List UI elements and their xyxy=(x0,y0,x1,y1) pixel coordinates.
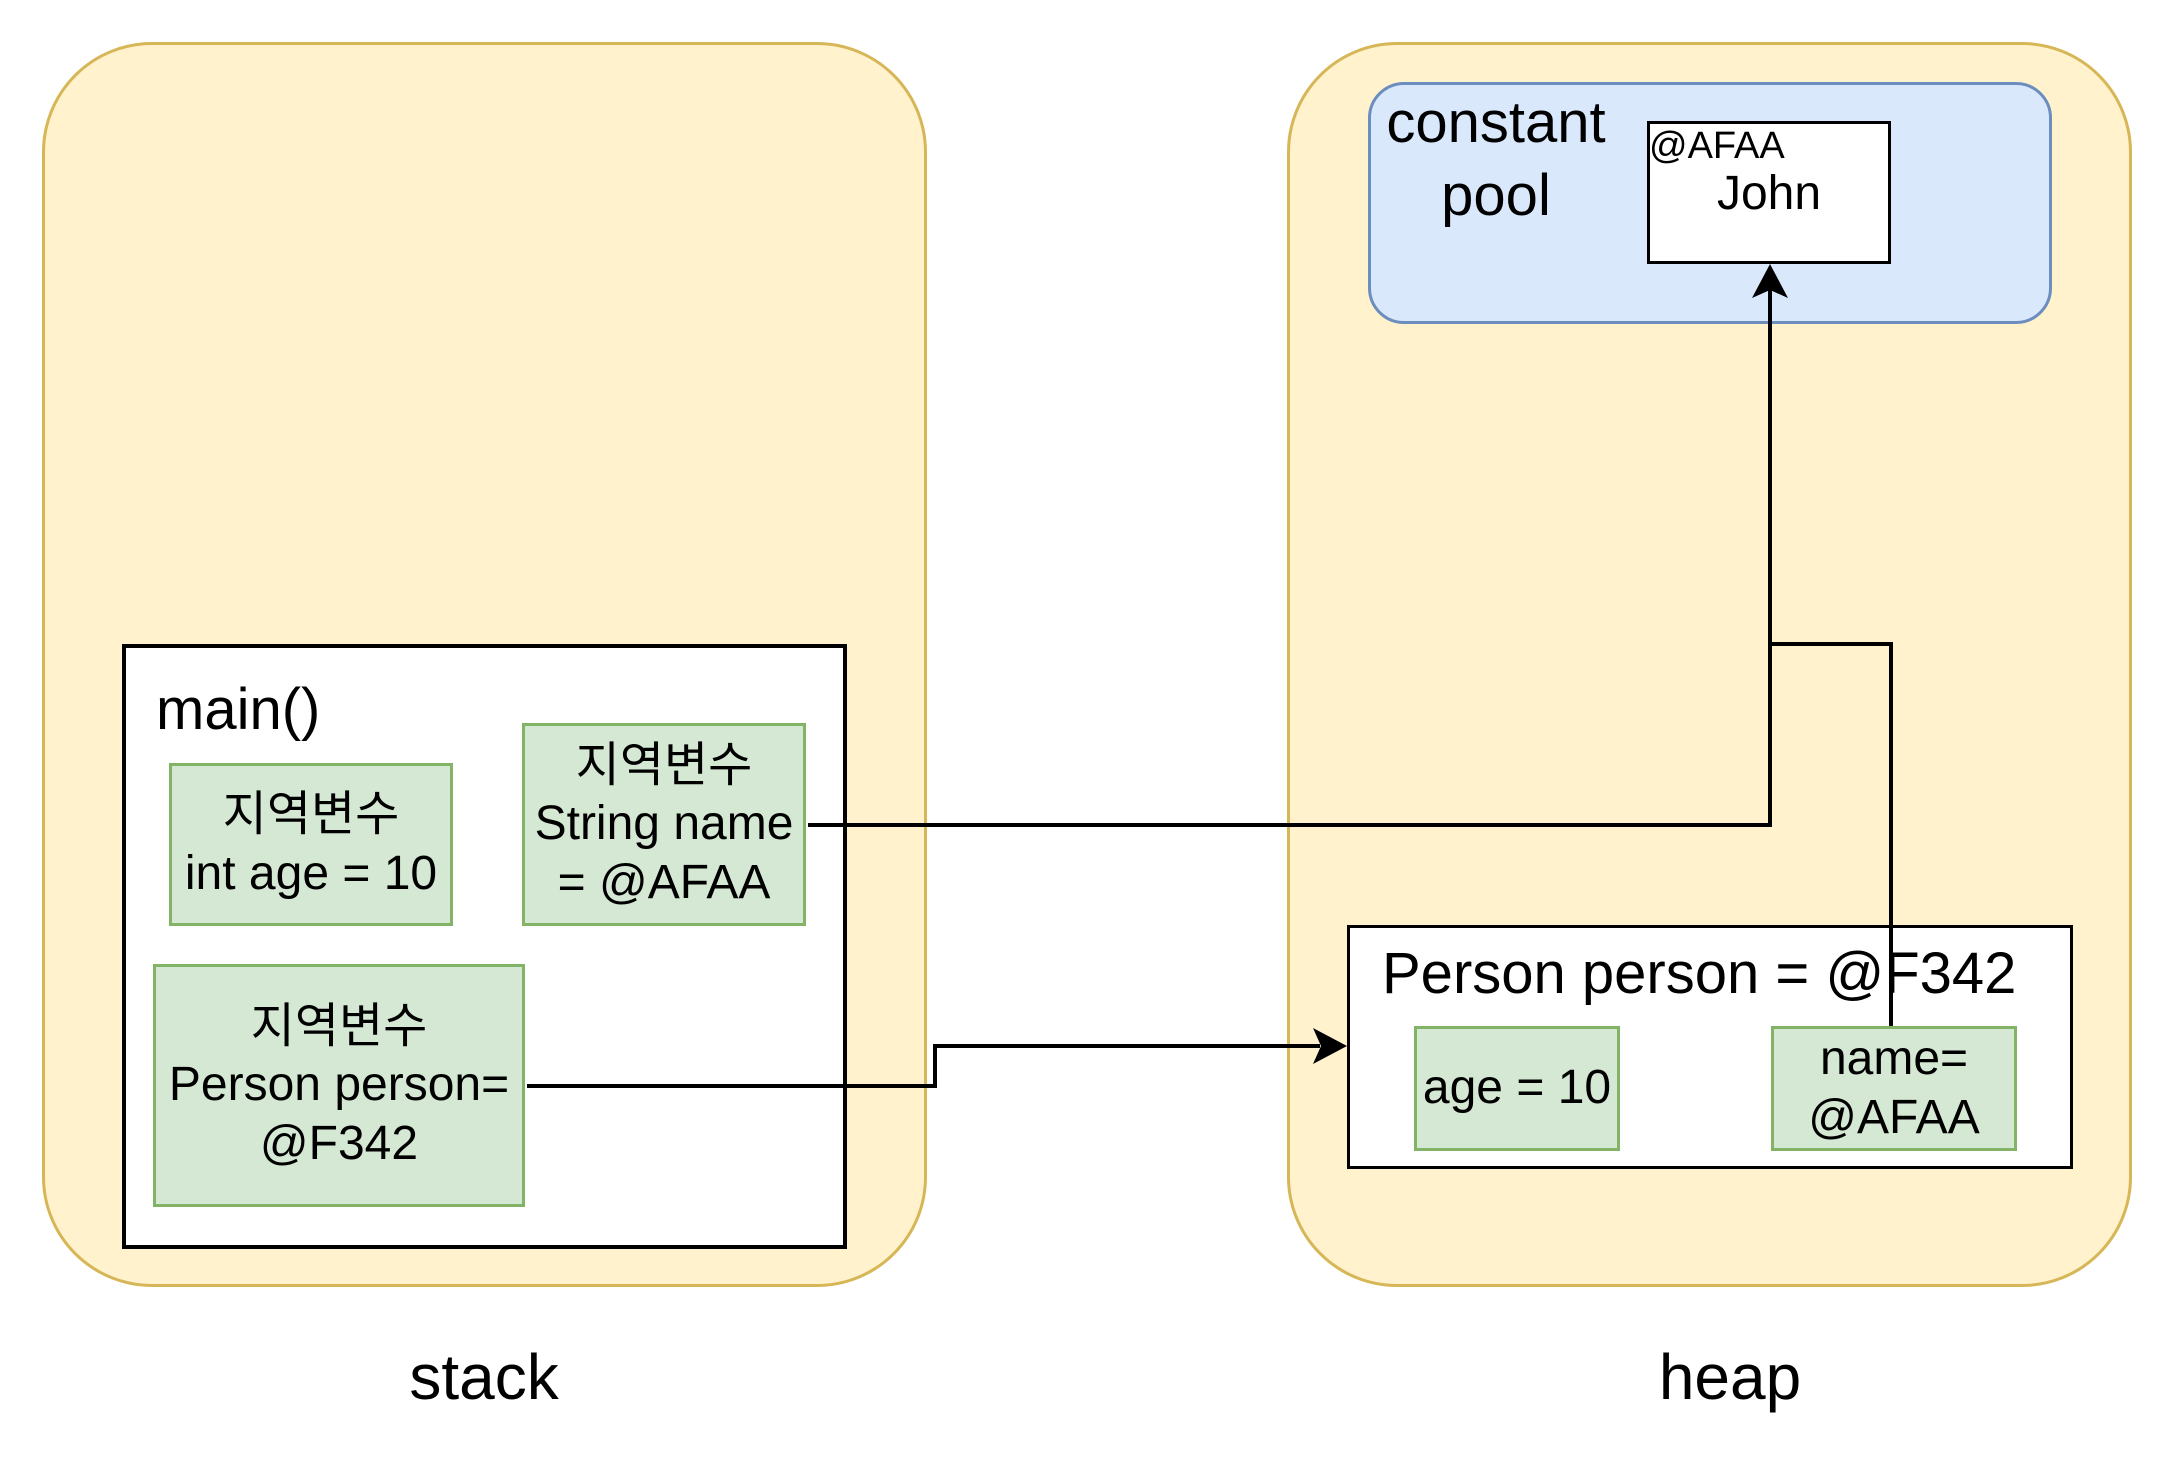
string-address: @AFAA xyxy=(1649,125,1785,167)
local-var-kind: 지역변수 xyxy=(250,999,428,1053)
constant-pool-title-line: pool xyxy=(1441,163,1551,229)
stack-label: stack xyxy=(409,1341,559,1413)
object-field-text: age = 10 xyxy=(1422,1061,1612,1115)
object-field-name[interactable]: name= @AFAA xyxy=(1771,1026,2017,1151)
name-ref-arrow xyxy=(808,290,1772,827)
local-var-name[interactable]: 지역변수 String name = @AFAA xyxy=(522,723,806,926)
string-value: John xyxy=(1716,167,1822,220)
local-var-kind: 지역변수 xyxy=(222,787,400,841)
string-literal-box[interactable] xyxy=(1647,121,1891,264)
constant-pool-title: constant pool xyxy=(1376,86,1616,232)
object-field-text: name= xyxy=(1819,1031,1969,1085)
object-field-age[interactable]: age = 10 xyxy=(1414,1026,1620,1151)
person-ref-arrow xyxy=(527,1044,1320,1088)
local-var-text: = @AFAA xyxy=(557,855,771,909)
local-var-text: @F342 xyxy=(259,1116,419,1170)
object-field-text: @AFAA xyxy=(1808,1090,1980,1144)
local-var-kind: 지역변수 xyxy=(575,738,753,792)
local-var-text: int age = 10 xyxy=(184,846,438,900)
local-var-age[interactable]: 지역변수 int age = 10 xyxy=(169,763,453,926)
local-var-person[interactable]: 지역변수 Person person= @F342 xyxy=(153,964,525,1207)
local-var-text: String name xyxy=(534,797,794,851)
person-object-title: Person person = @F342 xyxy=(1382,941,2017,1006)
field-ref-line xyxy=(1770,642,1893,1026)
local-var-text: Person person= xyxy=(168,1058,510,1112)
constant-pool-title-line: constant xyxy=(1386,90,1606,155)
main-frame-title: main() xyxy=(156,677,321,742)
heap-label: heap xyxy=(1658,1341,1802,1413)
arrowhead-icon xyxy=(1752,264,1788,298)
arrowhead-icon xyxy=(1313,1028,1347,1064)
